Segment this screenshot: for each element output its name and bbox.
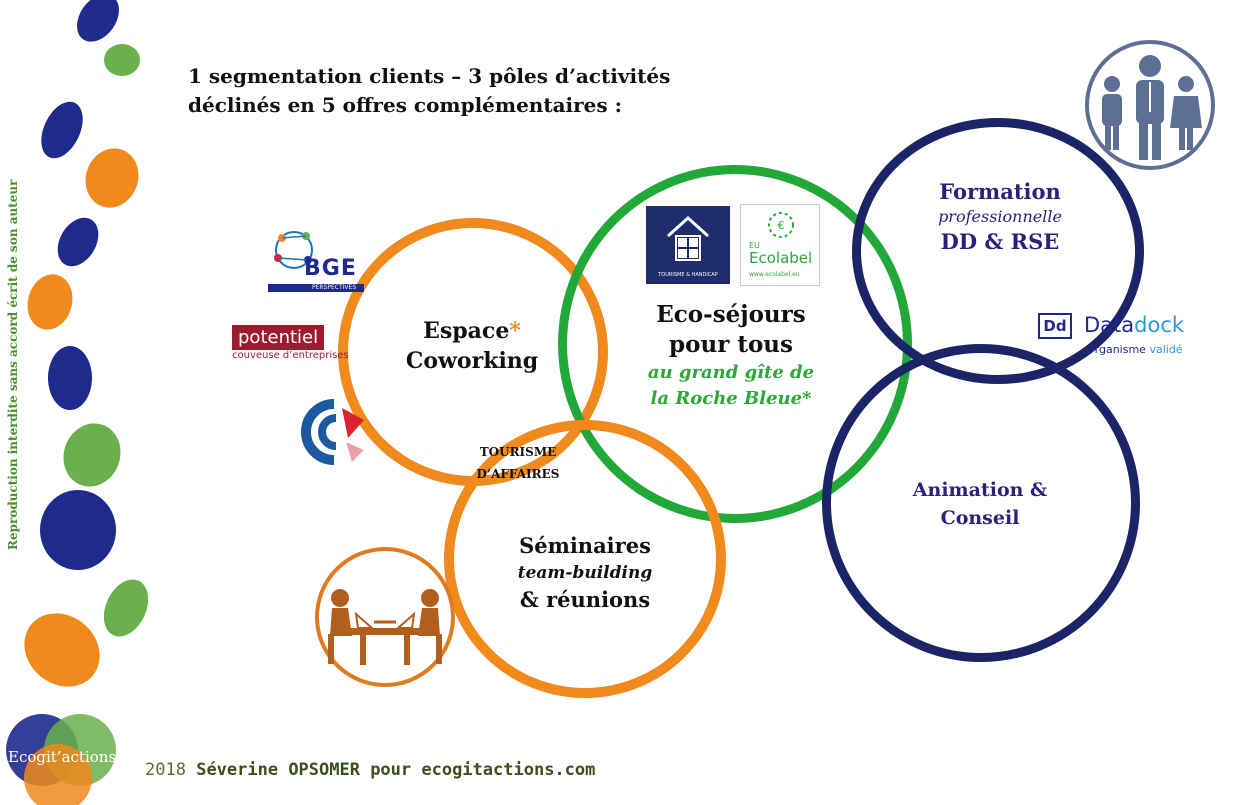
tourisme-handicap-caption: TOURISME & HANDICAP [658,272,718,278]
ecosejours-line-2: pour tous [669,331,793,358]
animation-line-1: Animation & [912,479,1048,501]
ecolabel-flower-icon: € [768,212,794,238]
bge-network-icon [268,231,364,292]
label-ecosejours: Eco-séjours pour tous au grand gîte de l… [614,300,848,412]
potentiel-sub: couveuse d’entreprises [232,350,349,361]
datadock-name-part1: Data [1084,313,1135,337]
dot-green-1 [104,44,140,76]
dot-green-2 [63,423,121,487]
tourisme-line-2: D’AFFAIRES [476,467,560,481]
potentiel-name: potentiel [232,325,325,350]
title-line-2: déclinés en 5 offres complémentaires : [188,93,622,117]
label-coworking: Espace* Coworking [372,316,572,376]
title-line-1: 1 segmentation clients – 3 pôles d’activ… [188,64,671,88]
label-seminaires: Séminaires team-building & réunions [490,532,680,614]
dot-orange-2 [27,274,73,330]
ecosejours-sub-2: la Roche Bleue* [650,388,812,409]
dot-green-3 [103,579,149,637]
cci-logo [301,399,364,465]
bge-logo: BGE PERSPECTIVES [268,226,364,292]
label-animation: Animation & Conseil [880,476,1080,532]
label-formation: Formation professionnelle DD & RSE [910,178,1090,256]
datadock-icon: Dd [1038,313,1072,339]
ecolabel-name: Ecolabel [749,249,813,267]
ecolabel-top: EU [749,241,760,250]
dot-orange-3 [24,613,100,687]
circle-seminaires [444,420,726,698]
dot-blue-3 [57,217,99,267]
dot-blue-1 [77,0,119,42]
datadock-sub: Organisme validé [1086,343,1183,356]
ecolabel-logo: € EU Ecolabel www.ecolabel.eu [740,204,820,286]
datadock-sub1: Organisme [1086,343,1150,356]
animation-line-2: Conseil [940,507,1020,529]
dot-blue-4 [48,346,92,410]
decorative-dots [24,0,149,687]
formation-line-3: DD & RSE [940,229,1060,254]
copyright-side-text: Reproduction interdite sans accord écrit… [6,179,20,551]
house-accessibility-icon [666,215,710,261]
dot-orange-1 [85,148,139,208]
footer-author: Séverine OPSOMER pour ecogitactions.com [196,760,596,780]
datadock-sub2: validé [1149,343,1183,356]
label-tourisme-affaires: TOURISME D’AFFAIRES [448,441,588,485]
formation-line-1: Formation [939,179,1061,204]
datadock-logo: Dd Datadock Organisme validé [1038,311,1206,363]
circle-animation [822,344,1140,662]
coworking-line-2: Coworking [405,348,539,374]
seminaires-line-3: & réunions [519,587,651,612]
svg-text:€: € [778,219,785,232]
coworking-line-1: Espace [423,318,510,344]
ecosejours-line-1: Eco-séjours [656,301,806,328]
footer-year: 2018 [145,760,186,780]
datadock-name-part2: dock [1134,313,1185,337]
page-title: 1 segmentation clients – 3 pôles d’activ… [188,62,808,120]
dot-blue-5 [40,490,116,570]
tourisme-line-1: TOURISME [479,445,557,459]
dot-blue-2 [41,101,83,159]
ecosejours-sub-1: au grand gîte de [647,362,815,383]
coworking-asterisk: * [509,318,521,344]
seminaires-line-2: team-building [517,563,653,583]
potentiel-logo: potentiel couveuse d’entreprises [232,325,372,361]
ecogitactions-logo [6,714,116,805]
formation-line-2: professionnelle [938,207,1062,226]
seminaires-line-1: Séminaires [519,533,651,558]
bge-name: BGE [304,256,357,281]
ecolabel-url: www.ecolabel.eu [749,271,800,278]
footer-credit: 2018 Séverine OPSOMER pour ecogitactions… [145,760,595,780]
tourisme-handicap-logo: TOURISME & HANDICAP [646,206,730,284]
ecogitactions-logo-text: Ecogit’actions [8,748,117,766]
meeting-table-icon [315,547,455,687]
bge-sub: PERSPECTIVES [312,284,357,291]
datadock-name: Datadock [1084,313,1184,337]
people-group-icon [1085,40,1215,170]
